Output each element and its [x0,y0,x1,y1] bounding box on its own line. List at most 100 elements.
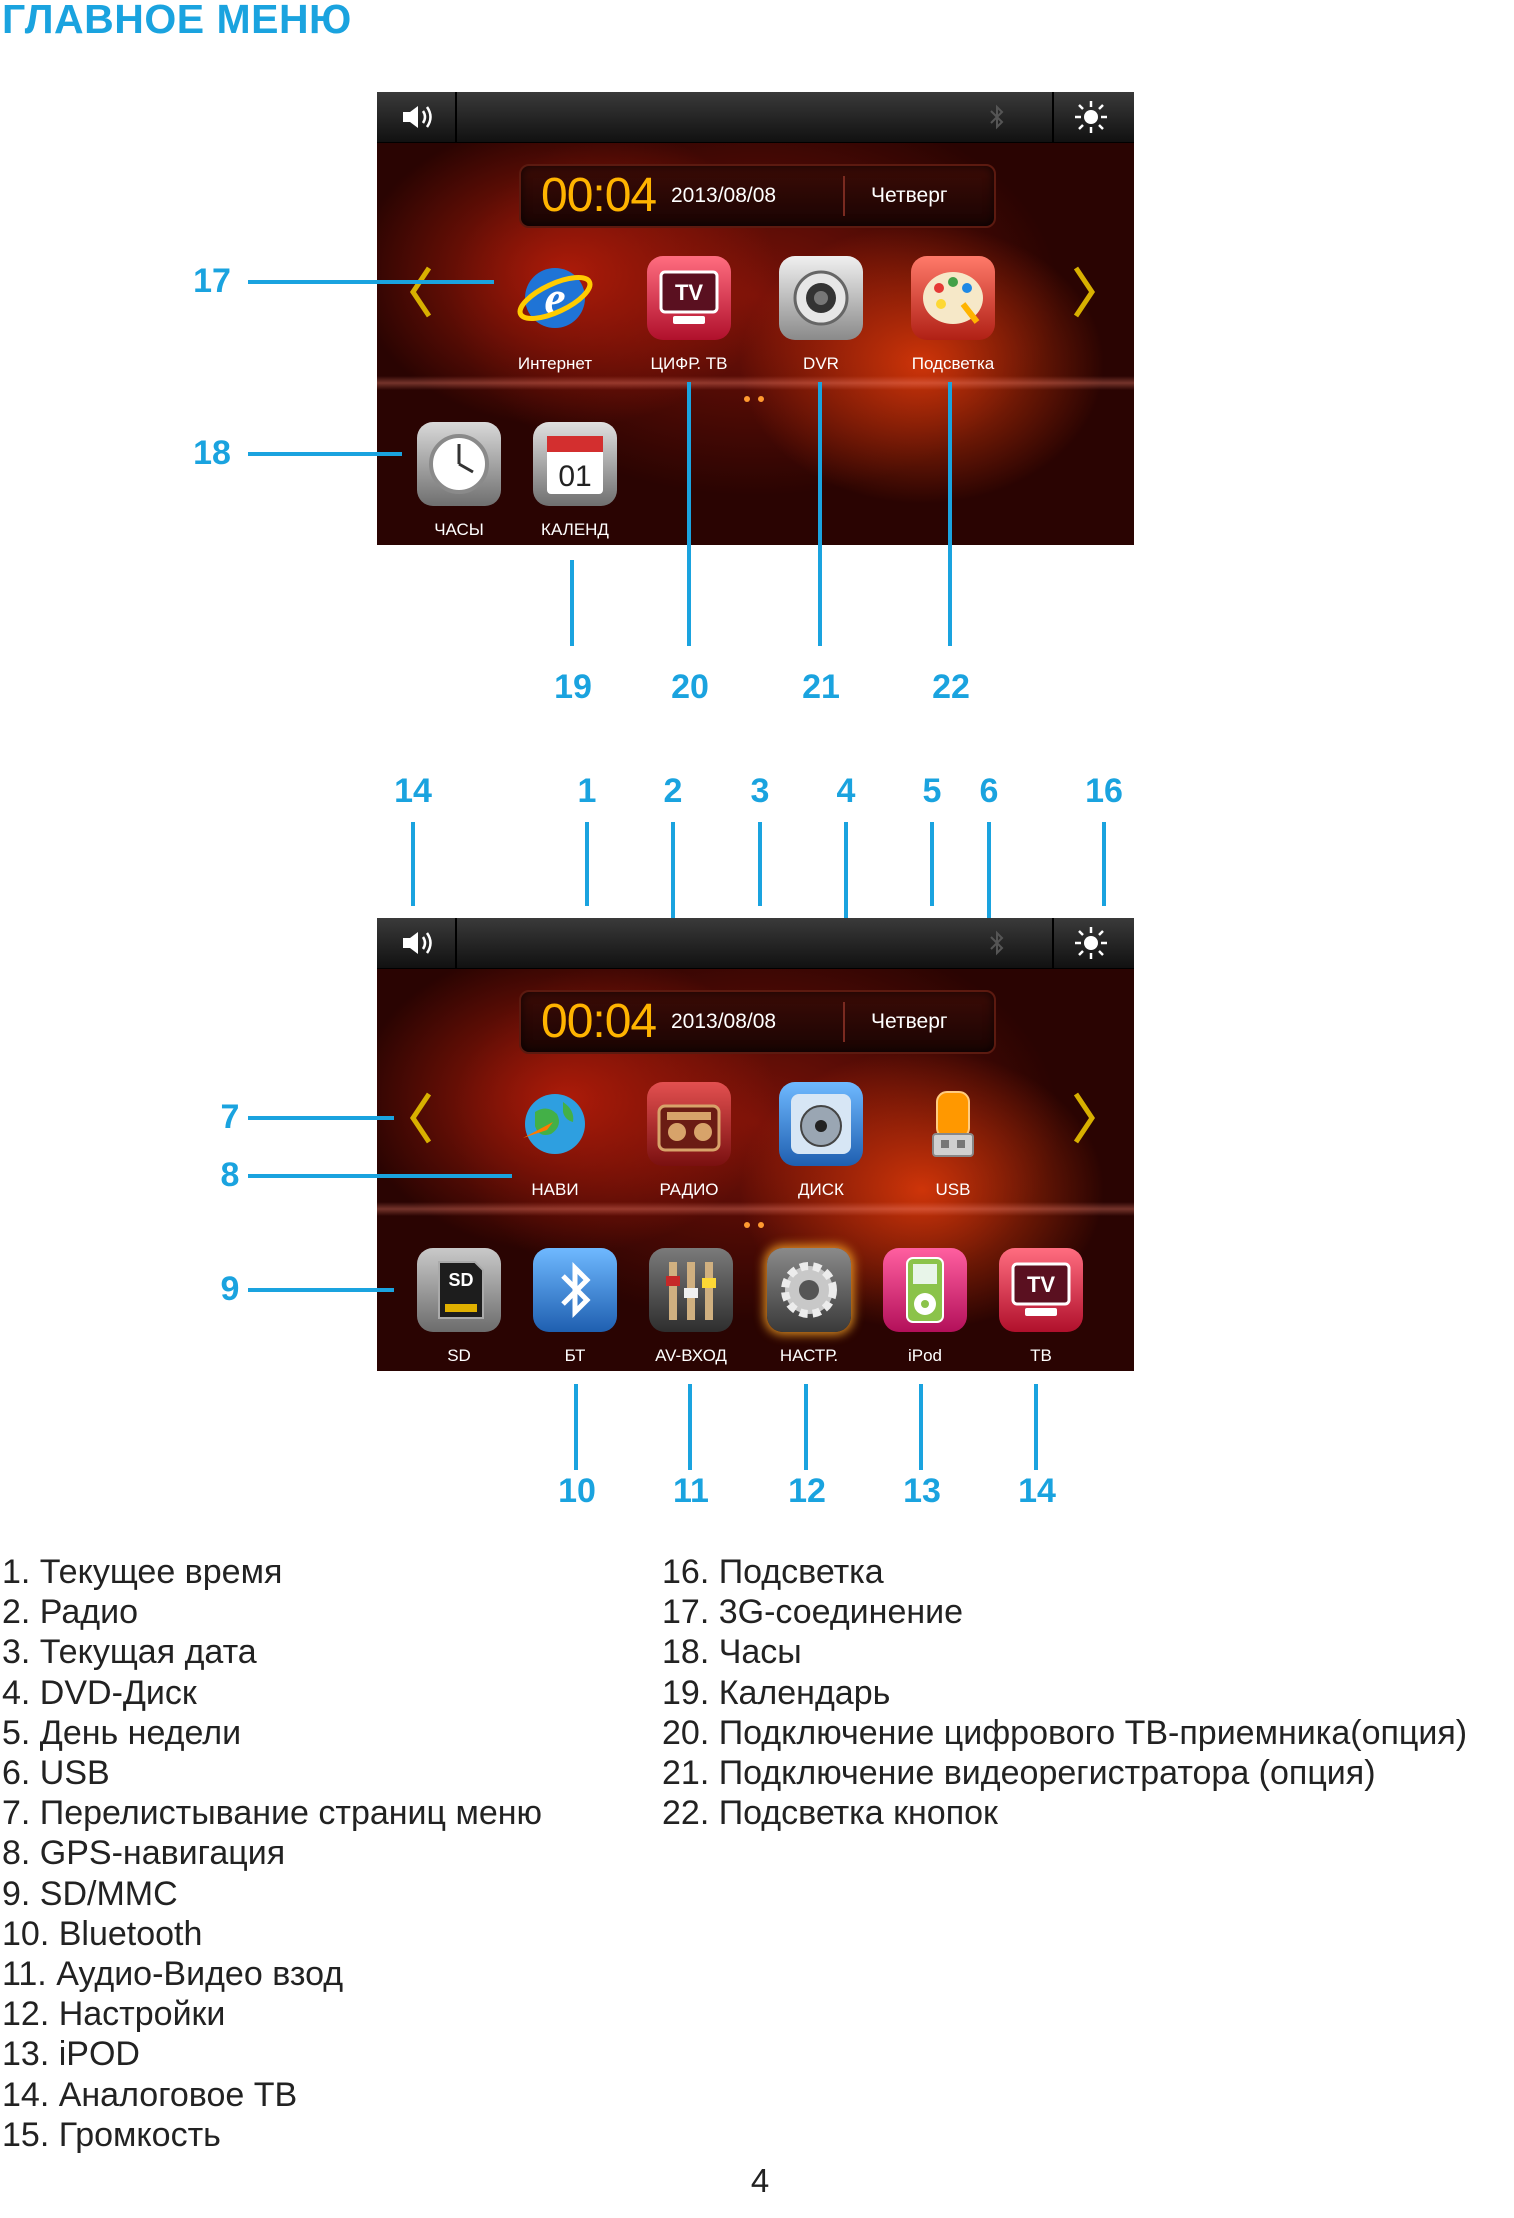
legend-item: 22. Подсветка кнопок [662,1794,998,1833]
legend-item: 11. Аудио-Видео взод [2,1955,344,1994]
palette-icon[interactable] [911,256,995,340]
weekday: Четверг [871,1010,948,1033]
legend-item: 6. USB [2,1754,110,1793]
legend-item: 21. Подключение видеорегистратора (опция… [662,1754,1376,1793]
callout-19: 19 [554,668,592,706]
status-bar [377,92,1134,143]
radio-icon[interactable] [647,1082,731,1166]
callout-17: 17 [193,262,231,300]
bluetooth-status-icon [990,930,1004,956]
legend-item: 12. Настройки [2,1995,226,2034]
legend-list-right: 16. Подсветка 17. 3G-соединение 18. Часы… [662,1552,1467,1833]
brightness-icon[interactable] [1074,100,1108,134]
page-indicator [744,396,768,404]
callout-13: 13 [903,1472,941,1510]
callout-3: 3 [750,772,770,810]
callout-1: 1 [577,772,597,810]
callout-14-bottom: 14 [1018,1472,1056,1510]
legend-item: 2. Радио [2,1593,138,1632]
callout-10: 10 [558,1472,596,1510]
current-time: 00:04 [541,169,657,222]
icon-label-dvr: DVR [803,354,839,373]
callout-4: 4 [836,772,856,810]
legend-item: 16. Подсветка [662,1553,884,1591]
callout-20: 20 [671,668,709,706]
legend-item: 4. DVD-Диск [2,1673,197,1712]
head-unit-screen-bottom: 00:04 2013/08/08 Четверг НАВИ РАДИО [377,918,1134,1371]
callout-12: 12 [788,1472,826,1510]
weekday: Четверг [871,184,948,207]
legend-item: 19. Календарь [662,1673,891,1712]
usb-drive-icon[interactable] [911,1082,995,1166]
sd-card-icon[interactable]: SD [417,1248,501,1332]
icon-label-clock: ЧАСЫ [434,520,484,539]
callout-14-top: 14 [394,772,432,810]
callout-11: 11 [673,1472,709,1510]
settings-gear-icon[interactable] [767,1248,851,1332]
current-date: 2013/08/08 [671,1010,777,1033]
legend-item: 13. iPOD [2,2035,140,2074]
callout-5: 5 [922,772,942,810]
page-number: 4 [750,2162,770,2199]
icon-label-settings: НАСТР. [779,1346,839,1365]
legend-item: 14. Аналоговое ТВ [2,2075,298,2114]
calendar-icon[interactable]: 01 [533,422,617,506]
internet-explorer-icon[interactable]: e [513,256,597,340]
camera-lens-icon[interactable] [779,256,863,340]
icon-label-ipod: iPod [907,1346,943,1365]
callout-8: 8 [220,1156,240,1194]
clock-icon[interactable] [417,422,501,506]
icon-label-digital-tv: ЦИФР. ТВ [650,354,728,373]
page-right-arrow-icon[interactable] [1070,1090,1098,1146]
legend-item: 7. Перелистывание страниц меню [2,1794,543,1833]
callout-18: 18 [193,434,231,472]
clock-panel[interactable]: 00:04 2013/08/08 Четверг [519,990,996,1054]
svg-text:SD: SD [448,1270,473,1290]
legend-list-left: 1. Текущее время 2. Радио 3. Текущая дат… [2,1552,542,2155]
page-left-arrow-icon[interactable] [407,1090,435,1146]
legend-item: 1. Текущее время [2,1553,283,1591]
svg-text:TV: TV [675,280,703,305]
bluetooth-icon[interactable] [533,1248,617,1332]
page-title: ГЛАВНОЕ МЕНЮ [2,0,352,42]
clock-panel[interactable]: 00:04 2013/08/08 Четверг [519,164,996,228]
icon-label-av-input: AV-ВХОД [655,1346,727,1365]
icon-label-bt: БТ [564,1346,586,1365]
icon-label-disc: ДИСК [798,1180,844,1199]
av-input-icon[interactable] [649,1248,733,1332]
legend-item: 18. Часы [662,1633,802,1672]
icon-label-navi: НАВИ [531,1180,579,1199]
legend-item: 8. GPS-навигация [2,1834,286,1873]
icon-label-radio: РАДИО [659,1180,719,1199]
icon-label-sd: SD [447,1346,471,1365]
legend-item: 10. Bluetooth [2,1914,203,1953]
ipod-icon[interactable] [883,1248,967,1332]
svg-text:TV: TV [1027,1272,1055,1297]
tv-icon[interactable]: TV [999,1248,1083,1332]
legend-item: 3. Текущая дата [2,1633,257,1672]
brightness-icon[interactable] [1074,926,1108,960]
callout-7: 7 [220,1098,240,1136]
callout-6: 6 [979,772,999,810]
disc-icon[interactable] [779,1082,863,1166]
bluetooth-status-icon [990,104,1004,130]
legend-item: 15. Громкость [2,2115,221,2154]
icon-label-calendar: КАЛЕНД [541,520,609,539]
globe-navigation-icon[interactable] [513,1082,597,1166]
legend-item: 9. SD/MMC [2,1874,178,1913]
icon-label-backlight: Подсветка [911,354,995,373]
volume-icon[interactable] [399,928,439,958]
page-indicator [744,1222,768,1230]
callout-2: 2 [663,772,683,810]
legend-item: 5. День недели [2,1713,242,1752]
callout-9: 9 [220,1270,240,1308]
legend-item: 17. 3G-соединение [662,1593,964,1632]
digital-tv-icon[interactable]: TV [647,256,731,340]
head-unit-screen-top: 00:04 2013/08/08 Четверг e Интернет TV Ц… [377,92,1134,545]
page-left-arrow-icon[interactable] [407,264,435,320]
volume-icon[interactable] [399,102,439,132]
page-right-arrow-icon[interactable] [1070,264,1098,320]
icon-label-usb: USB [935,1180,971,1199]
status-bar [377,918,1134,969]
icon-label-tv: ТВ [1030,1346,1052,1365]
